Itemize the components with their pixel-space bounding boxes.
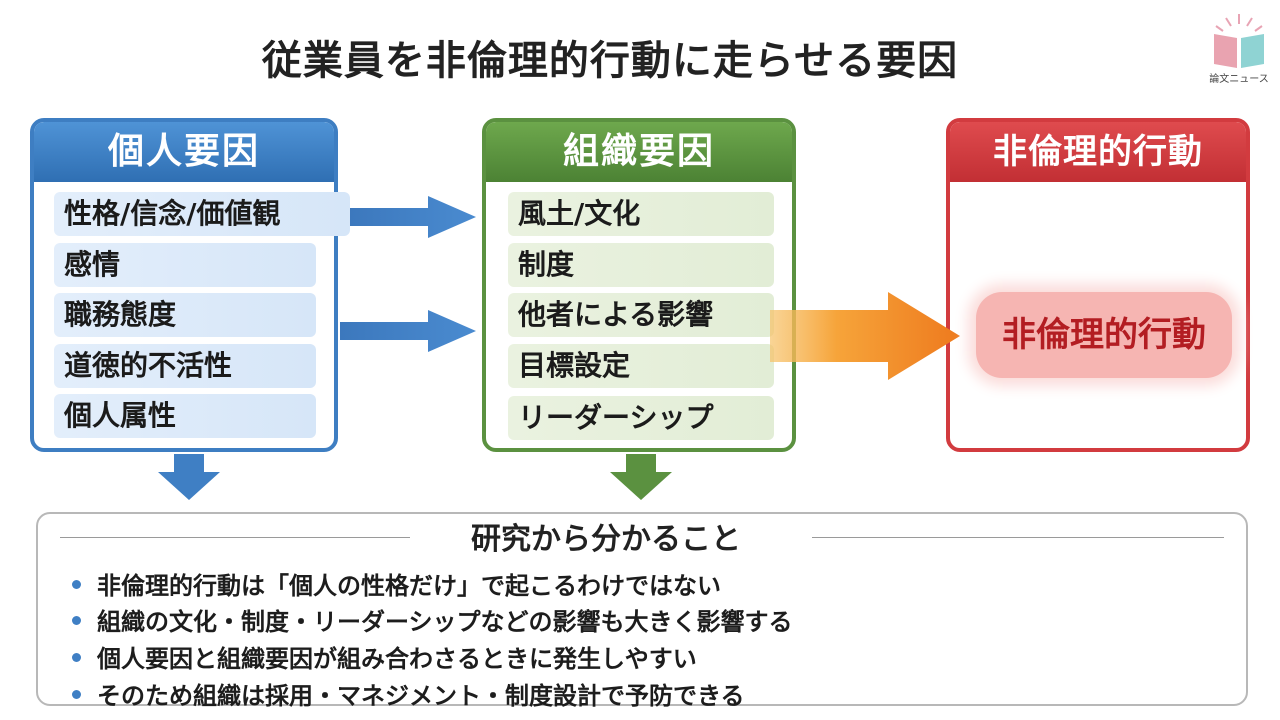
unethical-behavior-panel: 非倫理的行動 bbox=[946, 118, 1250, 452]
individual-factors-header: 個人要因 bbox=[34, 122, 334, 182]
findings-rule-left bbox=[60, 537, 410, 538]
bullet-icon bbox=[72, 615, 81, 625]
finding-item: 組織の文化・制度・リーダーシップなどの影響も大きく影響する bbox=[72, 602, 793, 637]
finding-item: 個人要因と組織要因が組み合わさるときに発生しやすい bbox=[72, 639, 697, 674]
organizational-item: 目標設定 bbox=[508, 344, 774, 388]
organizational-item: 制度 bbox=[508, 243, 774, 287]
arrow-org-to-outcome bbox=[770, 292, 960, 380]
unethical-behavior-result: 非倫理的行動 bbox=[976, 292, 1232, 378]
organizational-factors-header: 組織要因 bbox=[486, 122, 792, 182]
finding-item: そのため組織は採用・マネジメント・制度設計で予防できる bbox=[72, 676, 745, 711]
organizational-item: リーダーシップ bbox=[508, 396, 774, 440]
book-logo-icon bbox=[1214, 14, 1264, 68]
arrow-individual-to-org-1 bbox=[350, 196, 476, 238]
unethical-behavior-header: 非倫理的行動 bbox=[950, 122, 1246, 182]
arrow-org-down bbox=[610, 454, 672, 500]
arrow-individual-to-org-2 bbox=[340, 310, 476, 352]
individual-item: 性格/信念/価値観 bbox=[54, 192, 350, 236]
page-title: 従業員を非倫理的行動に走らせる要因 bbox=[261, 38, 959, 84]
bullet-icon bbox=[72, 652, 81, 662]
bullet-icon bbox=[72, 689, 81, 699]
bullet-icon bbox=[72, 579, 81, 589]
individual-item: 個人属性 bbox=[54, 394, 316, 438]
organizational-item: 他者による影響 bbox=[508, 293, 774, 337]
organizational-item: 風土/文化 bbox=[508, 192, 774, 236]
finding-item: 非倫理的行動は「個人の性格だけ」で起こるわけではない bbox=[72, 566, 721, 601]
arrow-individual-down bbox=[158, 454, 220, 500]
individual-item: 道徳的不活性 bbox=[54, 344, 316, 388]
findings-rule-right bbox=[812, 537, 1224, 538]
individual-item: 職務態度 bbox=[54, 293, 316, 337]
individual-item: 感情 bbox=[54, 243, 316, 287]
findings-title: 研究から分かること bbox=[0, 514, 1212, 558]
logo-text: 論文ニュース bbox=[1209, 74, 1269, 85]
